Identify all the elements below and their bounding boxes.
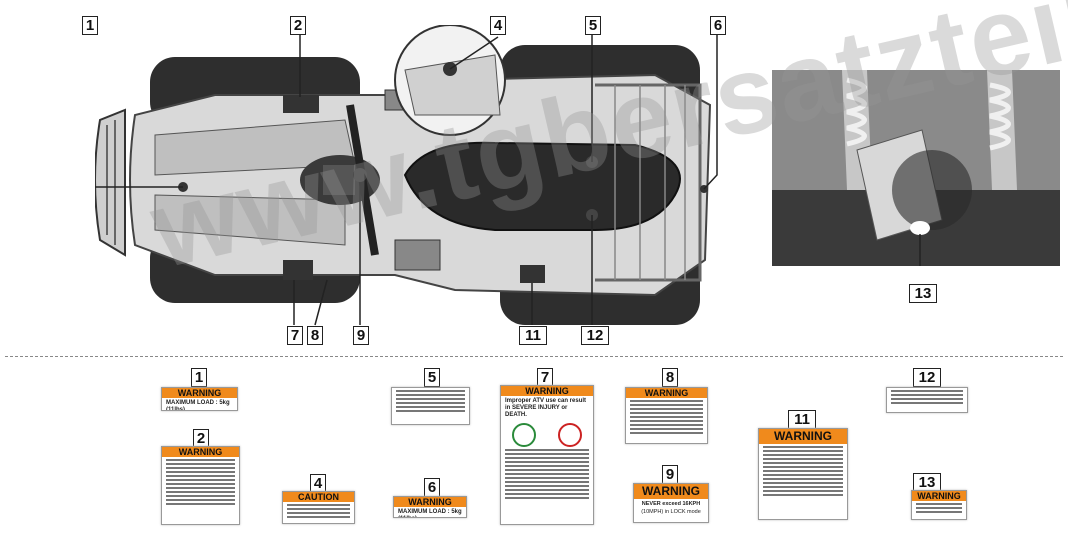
label-9-number: 9: [662, 465, 678, 484]
label-11: WARNING: [758, 428, 848, 520]
label-7-text: Improper ATV use can result in SEVERE IN…: [505, 398, 587, 418]
label-13: WARNING: [911, 490, 967, 520]
label-12: [886, 387, 968, 413]
label-7-header: WARNING: [501, 386, 593, 396]
label-6-header: WARNING: [394, 497, 466, 507]
label-4-header: CAUTION: [283, 492, 354, 502]
callout-11: 11: [519, 326, 547, 345]
label-1: WARNING MAXIMUM LOAD : 5kg (11lbs): [161, 387, 238, 411]
label-9-line2: (10MPH) in LOCK mode: [641, 509, 701, 515]
callout-1: 1: [82, 16, 98, 35]
callout-12: 12: [581, 326, 609, 345]
label-8: WARNING: [625, 387, 708, 444]
label-4: CAUTION: [282, 491, 355, 524]
callout-9: 9: [353, 326, 369, 345]
label-9: WARNING NEVER exceed 16KPH (10MPH) in LO…: [633, 483, 709, 523]
label-1-text: MAXIMUM LOAD : 5kg (11lbs): [166, 400, 230, 411]
atv-top-view: [95, 25, 718, 326]
callout-8: 8: [307, 326, 323, 345]
callout-2: 2: [290, 16, 306, 35]
callout-6: 6: [710, 16, 726, 35]
helmet-icon: [512, 423, 536, 447]
label-1-number: 1: [191, 368, 207, 387]
label-11-number: 11: [788, 410, 816, 429]
label-5: [391, 387, 470, 425]
label-8-number: 8: [662, 368, 678, 387]
label-13-header: WARNING: [912, 491, 966, 501]
label-7: WARNING Improper ATV use can result in S…: [500, 385, 594, 525]
label-9-line1: NEVER exceed 16KPH: [641, 501, 701, 507]
label-6: WARNING MAXIMUM LOAD : 5kg (11lbs): [393, 496, 467, 518]
label-6-text: MAXIMUM LOAD : 5kg (11lbs): [398, 509, 462, 517]
callout-7: 7: [287, 326, 303, 345]
callout-13: 13: [909, 284, 937, 303]
divider-dashed: [5, 356, 1063, 357]
label-11-header: WARNING: [759, 429, 847, 444]
label-2: WARNING: [161, 446, 240, 525]
suspension-photo: [772, 70, 1060, 266]
no-alcohol-icon: [558, 423, 582, 447]
label-1-header: WARNING: [162, 388, 237, 398]
label-9-header: WARNING: [634, 484, 708, 499]
label-6-number: 6: [424, 478, 440, 497]
label-5-number: 5: [424, 368, 440, 387]
label-2-header: WARNING: [162, 447, 239, 457]
callout-4: 4: [490, 16, 506, 35]
label-8-header: WARNING: [626, 388, 707, 398]
callout-5: 5: [585, 16, 601, 35]
label-12-number: 12: [913, 368, 941, 387]
